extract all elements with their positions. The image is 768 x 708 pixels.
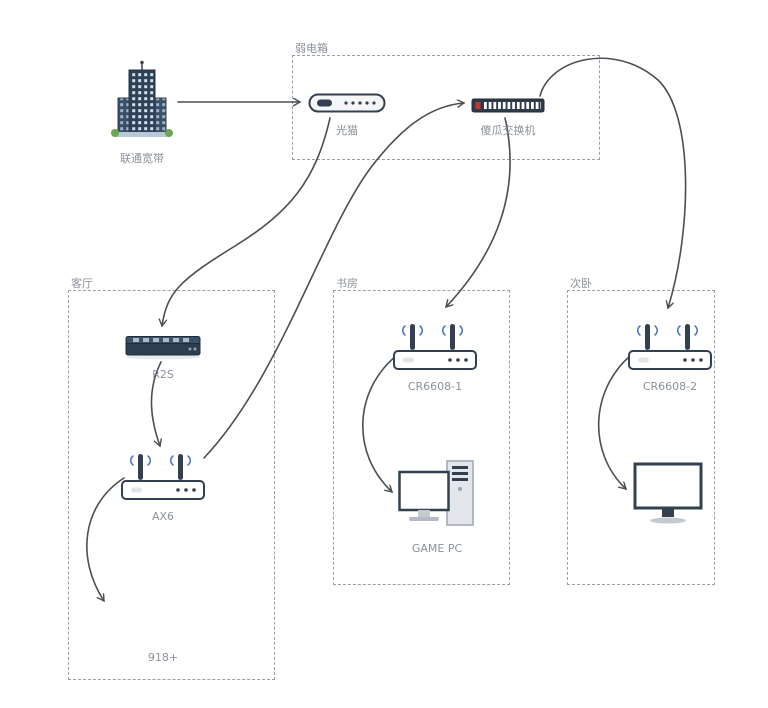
- node-cr6608-2: CR6608-2: [627, 322, 713, 393]
- desktop-pc-icon: [398, 460, 474, 526]
- mini-router-icon: [125, 336, 201, 360]
- node-gamepc: GAME PC: [398, 460, 476, 555]
- node-monitor: [633, 462, 703, 530]
- group-weak-current-box-label: 弱电箱: [295, 42, 328, 55]
- wifi-router-icon: [393, 324, 477, 370]
- monitor-icon: [633, 462, 703, 524]
- modem-icon: [308, 93, 386, 113]
- node-cr6608-1-label: CR6608-1: [407, 380, 463, 393]
- node-switch: 傻瓜交换机: [471, 97, 545, 138]
- node-ax6: AX6: [120, 452, 206, 523]
- node-isp: 联通宽带: [107, 60, 177, 166]
- wifi-router-icon: [121, 454, 205, 500]
- wifi-router-icon: [628, 324, 712, 370]
- node-isp-label: 联通宽带: [120, 152, 164, 165]
- node-r2s-label: R2S: [152, 368, 174, 381]
- node-cr6608-1: CR6608-1: [392, 322, 478, 393]
- group-second-bedroom-label: 次卧: [570, 277, 592, 290]
- node-gamepc-label: GAME PC: [411, 542, 463, 555]
- node-ax6-label: AX6: [151, 510, 175, 523]
- node-switch-label: 傻瓜交换机: [480, 124, 536, 137]
- node-modem: 光猫: [308, 93, 386, 138]
- node-r2s: R2S: [124, 333, 202, 381]
- group-study-room-label: 书房: [336, 277, 358, 290]
- node-nas-label: 918+: [147, 651, 179, 664]
- node-cr6608-2-label: CR6608-2: [642, 380, 698, 393]
- switch-icon: [471, 98, 545, 113]
- group-living-room-label: 客厅: [71, 277, 93, 290]
- node-modem-label: 光猫: [336, 124, 358, 137]
- office-building-icon: [111, 60, 173, 137]
